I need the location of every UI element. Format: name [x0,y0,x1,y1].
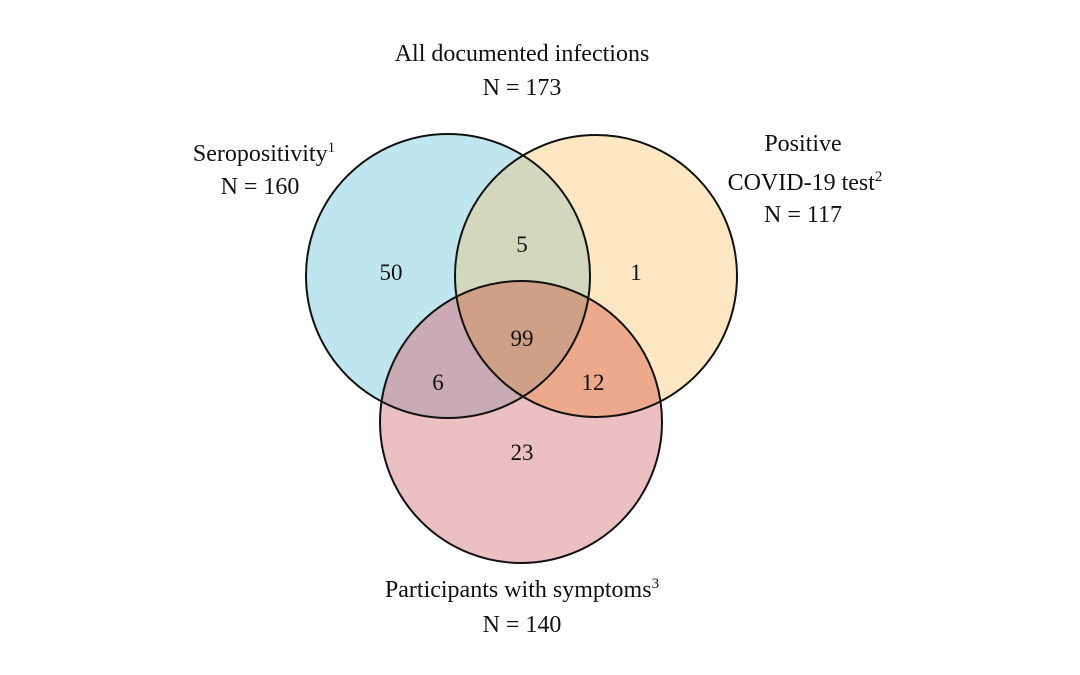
seropositivity-label-text: Seropositivity [193,141,328,167]
symptoms-count: N = 140 [483,612,562,638]
region-symptoms-only: 23 [511,440,534,465]
region-test-symptoms: 12 [582,370,605,395]
region-sero-test: 5 [516,232,528,257]
symptoms-outline [379,280,663,564]
region-test-only: 1 [630,260,642,285]
symptoms-footnote: 3 [652,576,660,592]
covid-test-footnote: 2 [875,169,883,185]
seropositivity-outline [305,133,591,419]
region-sero-symptoms: 6 [432,370,444,395]
covid-test-label-text: COVID-19 test [728,170,876,196]
covid-test-outline [454,134,738,418]
seropositivity-label: Seropositivity1 [193,140,335,167]
region-sero-only: 50 [380,260,403,285]
seropositivity-footnote: 1 [328,140,336,156]
symptoms-label: Participants with symptoms3 [385,576,659,603]
covid-test-label-line1: Positive [764,131,841,157]
test-symptoms-overlap [455,281,662,417]
covid-test-label: COVID-19 test2 [728,169,883,196]
region-all-three: 99 [511,326,534,351]
seropositivity-count: N = 160 [221,174,300,200]
symptoms-label-text: Participants with symptoms [385,577,652,603]
title-total: N = 173 [483,75,562,101]
covid-test-count: N = 117 [764,202,842,228]
sero-symptoms-overlap [380,281,590,418]
title-line1: All documented infections [395,41,650,67]
